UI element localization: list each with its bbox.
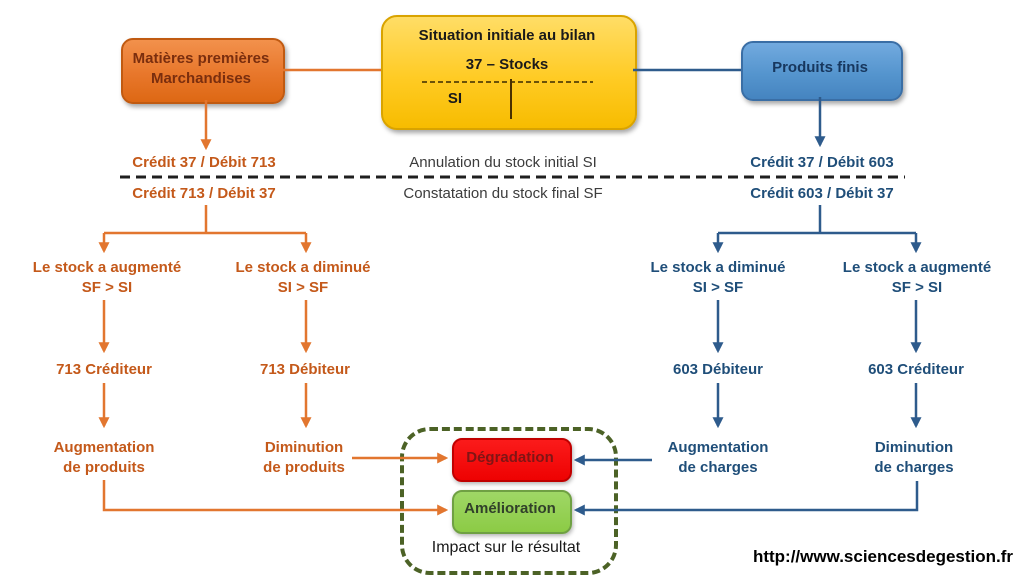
credit713-debit37-label: Crédit 713 / Débit 37 (132, 185, 276, 202)
raw-materials-box (121, 38, 285, 104)
initial-stock-si-label: SI (447, 90, 463, 107)
right-stock-decreased-line1: Le stock a diminué (650, 259, 786, 276)
amelioration-label: Amélioration (464, 500, 556, 517)
left-stock-increased-label: Le stock a augmenté SF > SI (33, 258, 181, 298)
website-url-label: http://www.sciencesdegestion.fr (752, 547, 1014, 566)
increase-charges-line1: Augmentation (667, 439, 769, 456)
raw-materials-line1: Matières premières (132, 50, 270, 67)
left-stock-increased-line1: Le stock a augmenté (32, 259, 182, 276)
left-stock-increased-line2: SF > SI (81, 279, 133, 296)
raw-materials-line2: Marchandises (150, 70, 252, 87)
right-stock-increased-label: Le stock a augmenté SF > SI (843, 258, 991, 298)
credit603-debit37-label: Crédit 603 / Débit 37 (750, 185, 894, 202)
account-603-debiteur-label: 603 Débiteur (672, 361, 764, 378)
decrease-products-line1: Diminution (264, 439, 344, 456)
decrease-charges-line2: de charges (874, 459, 954, 476)
credit37-debit713-label: Crédit 37 / Débit 713 (132, 154, 276, 171)
initial-situation-title: Situation initiale au bilan (418, 27, 596, 44)
initial-situation-box (381, 15, 637, 130)
raw-materials-label: Matières premières Marchandises (133, 49, 270, 89)
degradation-box (452, 438, 572, 482)
degradation-label: Dégradation (466, 449, 554, 466)
impact-dashed-frame (400, 427, 618, 575)
finished-products-box (741, 41, 903, 101)
impact-result-label: Impact sur le résultat (431, 539, 581, 556)
credit37-debit603-label: Crédit 37 / Débit 603 (750, 154, 894, 171)
decrease-products-label: Diminution de produits (263, 438, 345, 478)
right-stock-increased-line1: Le stock a augmenté (842, 259, 992, 276)
increase-charges-line2: de charges (678, 459, 758, 476)
decrease-charges-label: Diminution de charges (874, 438, 953, 478)
amelioration-box (452, 490, 572, 534)
left-stock-decreased-line1: Le stock a diminué (235, 259, 371, 276)
decrease-charges-line1: Diminution (874, 439, 954, 456)
constatation-stock-final-label: Constatation du stock final SF (403, 185, 603, 202)
increase-products-line1: Augmentation (53, 439, 155, 456)
decrease-products-line2: de produits (263, 459, 345, 476)
right-stock-increased-line2: SF > SI (891, 279, 943, 296)
stocks-account-label: 37 – Stocks (465, 56, 549, 73)
increase-charges-label: Augmentation de charges (668, 438, 769, 478)
right-stock-decreased-line2: SI > SF (692, 279, 744, 296)
left-stock-decreased-label: Le stock a diminué SI > SF (235, 258, 370, 298)
finished-products-label: Produits finis (772, 59, 868, 76)
increase-products-line2: de produits (63, 459, 145, 476)
left-stock-decreased-line2: SI > SF (277, 279, 329, 296)
account-603-crediteur-label: 603 Créditeur (868, 361, 964, 378)
orange-connectors (98, 68, 449, 516)
right-stock-decreased-label: Le stock a diminué SI > SF (650, 258, 785, 298)
blue-connectors (573, 68, 922, 516)
account-713-debiteur-label: 713 Débiteur (259, 361, 351, 378)
annulation-stock-initial-label: Annulation du stock initial SI (409, 154, 597, 171)
increase-products-label: Augmentation de produits (54, 438, 155, 478)
account-713-crediteur-label: 713 Créditeur (56, 361, 152, 378)
